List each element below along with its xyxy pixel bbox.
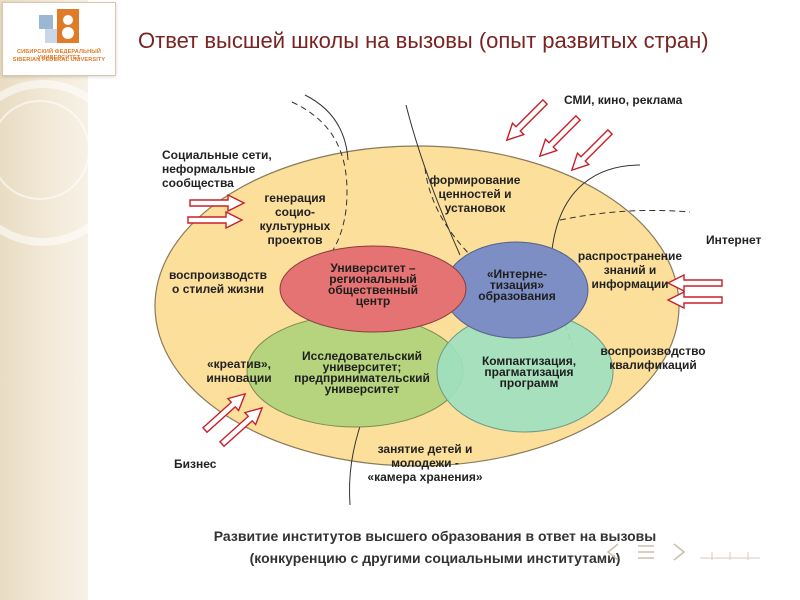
nav-next-icon[interactable] [673, 543, 686, 561]
label-line: воспроизводств [168, 268, 268, 282]
arrow-media-2 [538, 114, 582, 158]
arrow-media-3 [570, 128, 614, 172]
label-line: установок [444, 201, 506, 215]
label-line: формирование [429, 173, 521, 187]
label-line: университет; [322, 360, 402, 374]
nav-line-icon [700, 552, 760, 560]
label-projects: генерация социо- культурных проектов [250, 191, 340, 247]
logo-text-ru: СИБИРСКИЙ ФЕДЕРАЛЬНЫЙ УНИВЕРСИТЕТ [17, 49, 101, 61]
label-youth: занятие детей и молодежи - «камера хране… [355, 442, 495, 484]
label-line: культурных [259, 219, 331, 233]
caption-line: (конкуренцию с другими социальными инсти… [249, 550, 621, 566]
label-line: о стилей жизни [172, 282, 264, 296]
boundary-line-4 [424, 167, 476, 261]
boundary-line-3 [405, 104, 461, 256]
label-line: проектов [267, 233, 323, 247]
label-line: знаний и [603, 263, 657, 277]
label-line: образования [478, 289, 556, 303]
label-creative: «креатив», инновации [194, 357, 284, 385]
label-lifestyles: воспроизводств о стилей жизни [158, 268, 278, 296]
label-social-networks: Социальные сети, неформальные сообщества [162, 148, 272, 190]
circle-regional-center [279, 245, 467, 333]
boundary-line-1 [291, 101, 348, 269]
label-internet: Интернет [706, 233, 762, 247]
boundary-line-5 [551, 164, 641, 251]
label-line: региональный [329, 272, 417, 286]
nav-menu-icon[interactable] [638, 545, 654, 559]
label-line: программ [499, 376, 559, 390]
label-regional-center: Университет – региональный общественный … [310, 261, 436, 308]
label-line: «креатив», [207, 357, 271, 371]
label-line: воспроизводство [600, 344, 706, 358]
label-line: генерация [264, 191, 326, 205]
label-research-university: Исследовательский университет; предприни… [280, 349, 444, 396]
arrow-media-1 [505, 98, 549, 142]
label-line: «Интерне- [486, 267, 548, 281]
university-logo: СИБИРСКИЙ ФЕДЕРАЛЬНЫЙ УНИВЕРСИТЕТ SIBERI… [2, 2, 116, 76]
arrow-internet-1 [666, 273, 723, 293]
label-line: университет [324, 382, 400, 396]
nav-prev-icon[interactable] [606, 543, 619, 561]
label-knowledge: распространение знаний и информации [568, 249, 692, 291]
label-internetization: «Интерне- тизация» образования [462, 267, 572, 303]
label-line: Компактизация, [481, 354, 577, 368]
label-line: инновации [206, 371, 272, 385]
label-compactization: Компактизация, прагматизация программ [466, 354, 592, 390]
label-line: прагматизация [484, 365, 574, 379]
logo-mark-icon [39, 9, 79, 43]
slide-caption: Развитие институтов высшего образования … [150, 525, 720, 569]
label-line: «камера хранения» [367, 470, 483, 484]
arrow-internet-2 [666, 290, 723, 310]
boundary-line-7 [349, 419, 363, 506]
label-line: информации [591, 277, 669, 291]
slide-title: Ответ высшей школы на вызовы (опыт разви… [138, 28, 709, 53]
boundary-line-6 [559, 209, 691, 221]
boundary-line-2 [304, 94, 349, 161]
arrow-business-1 [202, 392, 247, 434]
slide-navigation[interactable] [600, 538, 768, 566]
label-line: социо- [274, 205, 316, 219]
label-line: сообщества [162, 176, 234, 190]
decorative-arc [0, 80, 126, 246]
label-line: предпринимательский [294, 371, 430, 385]
label-line: Исследовательский [302, 349, 422, 363]
label-values: формирование ценностей и установок [420, 173, 530, 215]
label-line: тизация» [489, 278, 545, 292]
left-decorative-band [0, 0, 126, 600]
label-line: общественный [328, 283, 418, 297]
arrow-social-2 [187, 210, 244, 230]
label-business: Бизнес [174, 457, 217, 471]
logo-text-en: SIBERIAN FEDERAL UNIVERSITY [12, 57, 106, 63]
label-line: квалификаций [609, 358, 697, 372]
caption-line: Развитие институтов высшего образования … [213, 528, 657, 544]
arrow-social-1 [189, 193, 246, 213]
label-qualifications: воспроизводство квалификаций [590, 344, 716, 372]
label-line: центр [355, 294, 391, 308]
label-media: СМИ, кино, реклама [564, 93, 683, 107]
label-line: молодежи - [391, 456, 459, 470]
label-line: распространение [577, 249, 683, 263]
label-line: неформальные [162, 162, 256, 176]
label-line: занятие детей и [377, 442, 473, 456]
label-line: Университет – [330, 261, 416, 275]
arrow-business-2 [219, 406, 264, 448]
decorative-arc-inner [0, 100, 90, 200]
label-line: Социальные сети, [162, 148, 272, 162]
label-line: ценностей и [438, 187, 512, 201]
